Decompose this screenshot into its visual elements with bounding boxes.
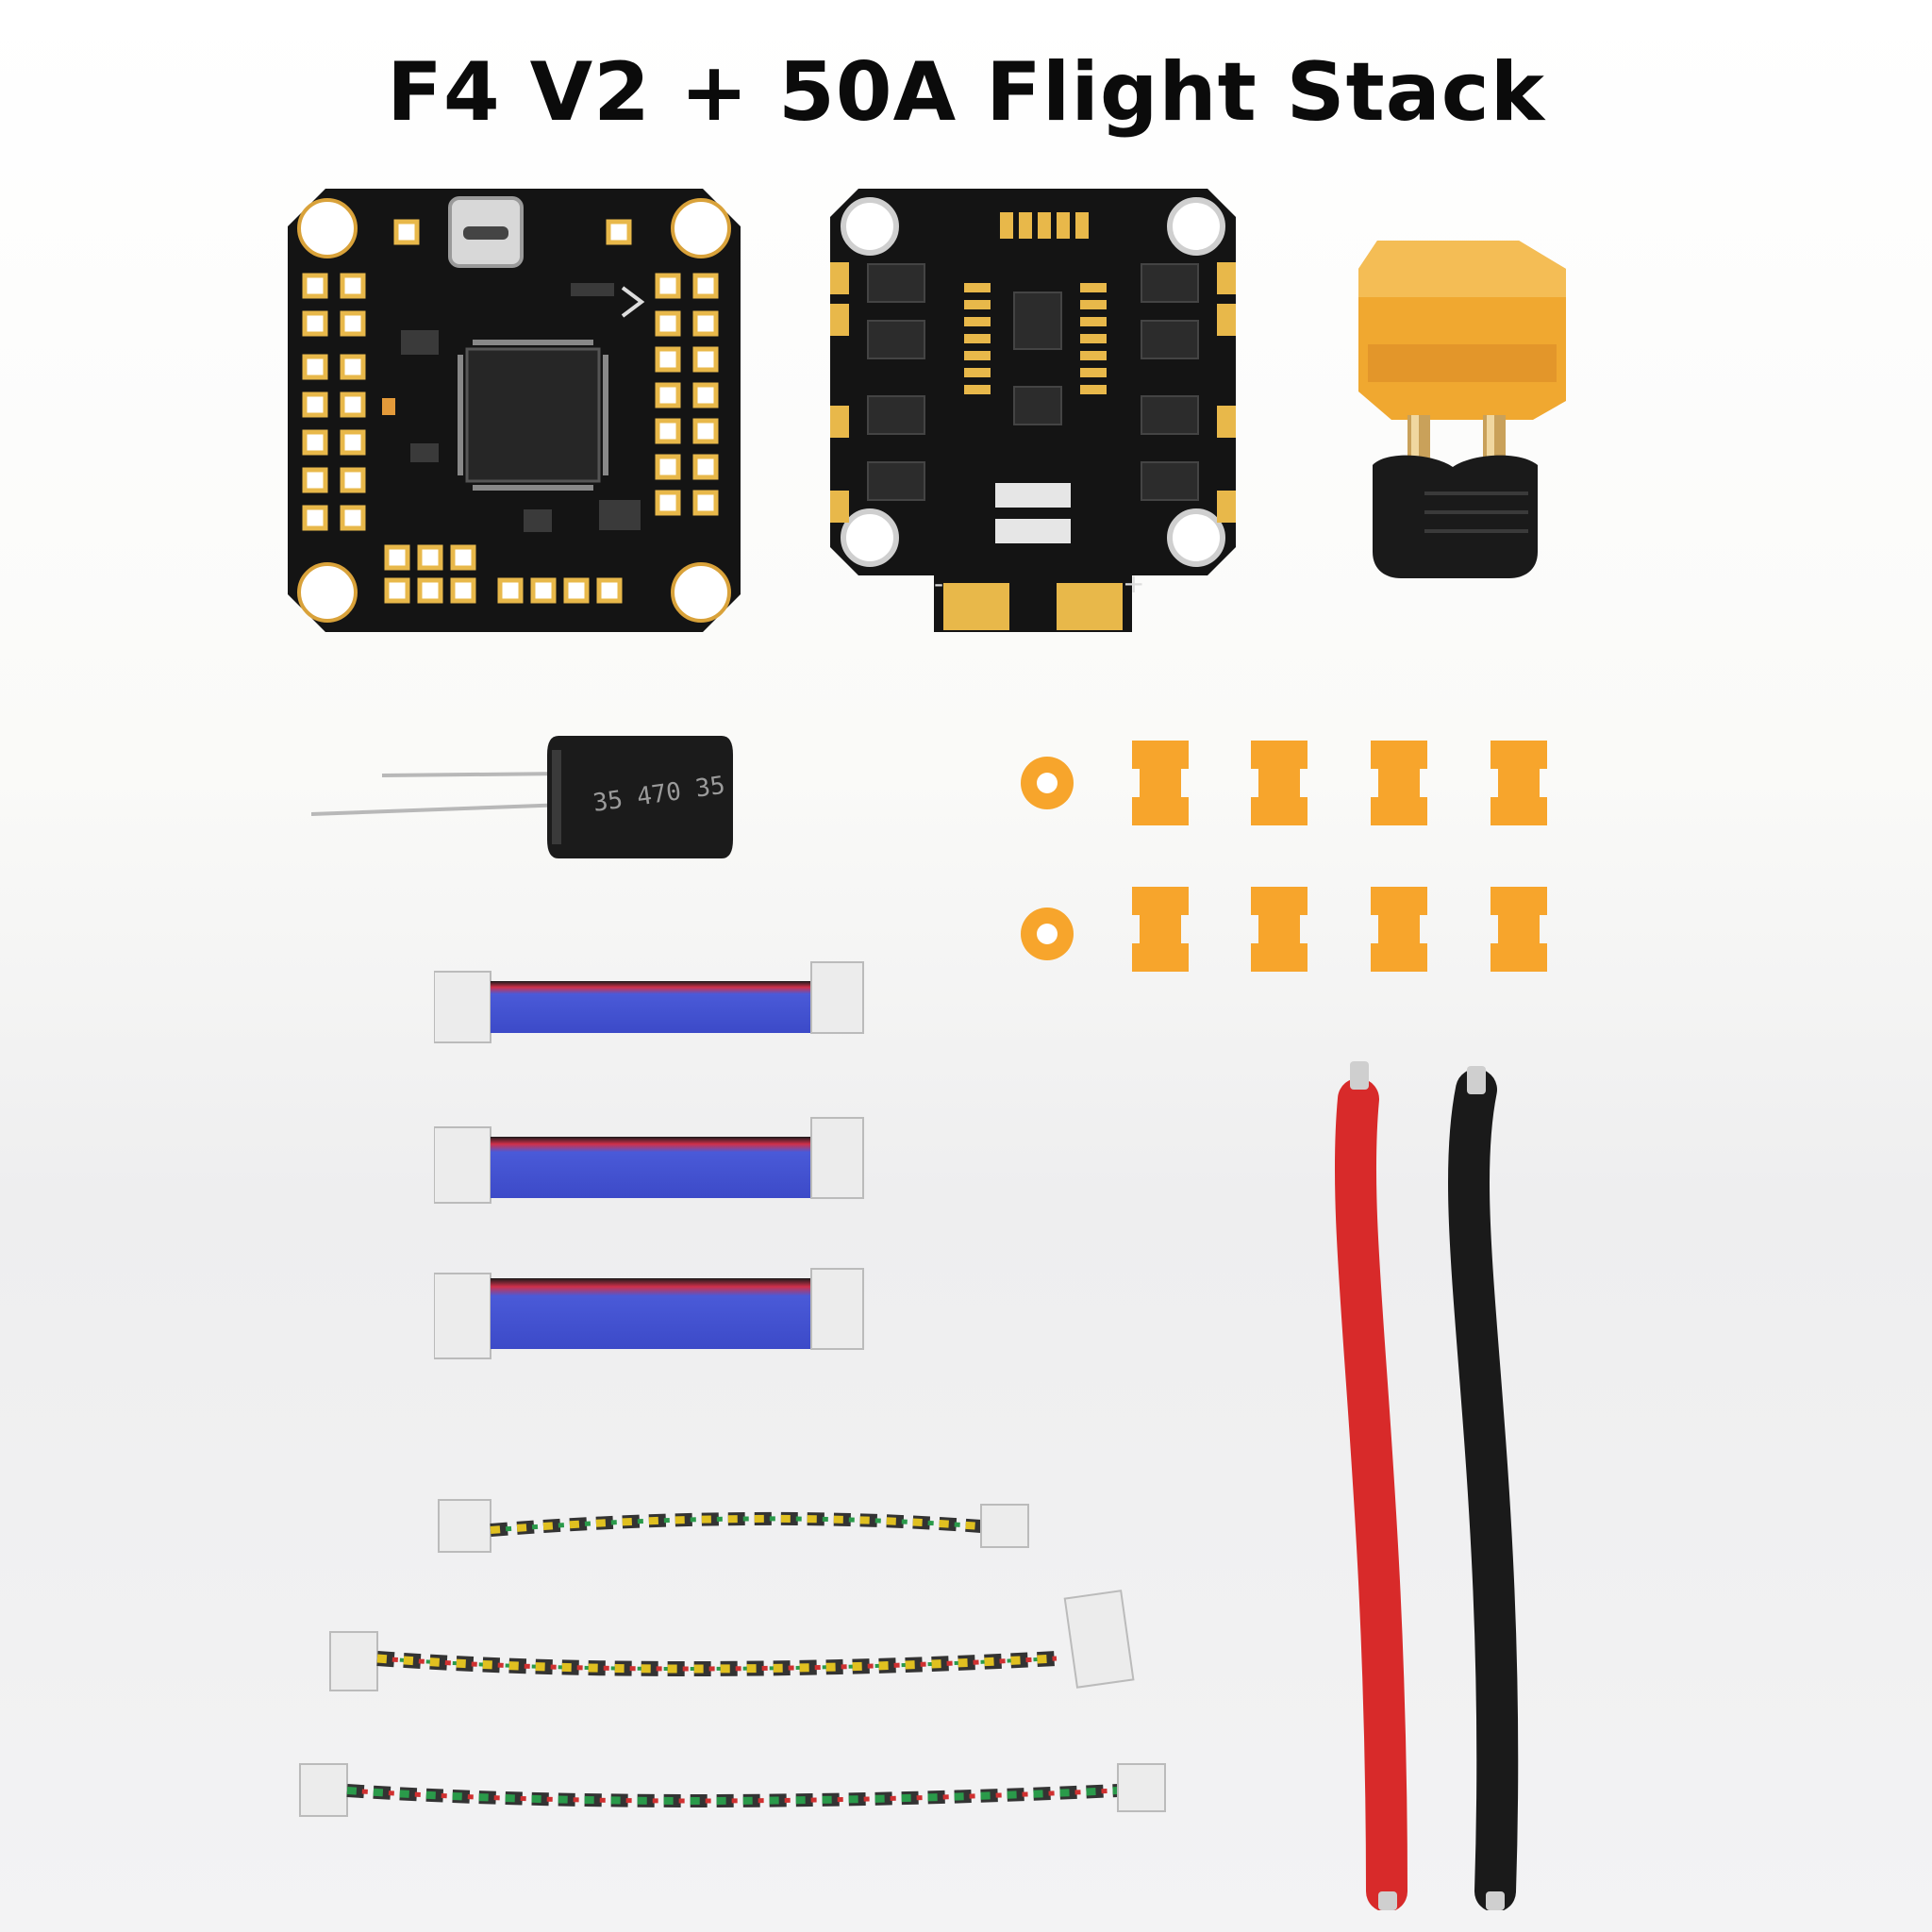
orange-rubber-grommets [1000,726,1585,972]
capacitor: 35 470 35 [311,726,736,868]
silicone-power-wires [1316,1061,1528,1910]
ribbon-cables [434,953,887,1387]
flight-controller-board [288,189,741,632]
svg-text:+: + [1123,568,1144,599]
twisted-jst-cables [283,1491,1179,1840]
esc-board: - + [830,189,1236,632]
svg-text:-: - [934,568,943,599]
page-title: F4 V2 + 50A Flight Stack [387,45,1545,140]
xt60-connector [1358,231,1594,580]
